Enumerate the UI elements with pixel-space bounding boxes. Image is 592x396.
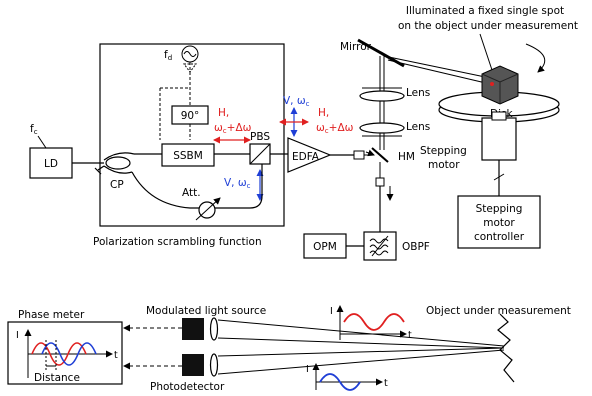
annotation-line-2: on the object under measurement: [398, 20, 578, 32]
collimator-box: [353, 150, 365, 160]
fd-label: fd: [164, 49, 172, 62]
stepping-motor-controller-box: [457, 195, 541, 249]
hm-label: HM: [398, 151, 415, 163]
mirror-label: Mirror: [340, 41, 372, 53]
fc-label: fc: [30, 123, 38, 136]
lens-2: [359, 122, 405, 134]
blue-inset-axis-i: I: [306, 364, 309, 375]
photodetector-label: Photodetector: [150, 381, 225, 393]
inner-h-label-2: ωc+Δω: [214, 122, 252, 135]
inner-v-label: V, ωc: [224, 177, 251, 190]
sine-glyph-icon: [183, 51, 197, 57]
stepping-motor-body: [481, 117, 517, 161]
modulated-light-source-label: Modulated light source: [146, 305, 266, 317]
phase-meter-axis-t: t: [114, 350, 118, 361]
ssbm-label: SSBM: [173, 150, 203, 162]
red-inset-axis-i: I: [330, 306, 333, 317]
annotation-leader: [479, 33, 493, 71]
inner-h-label-1: H,: [218, 107, 229, 119]
outer-h-label-1: H,: [318, 107, 329, 119]
opm-label: OPM: [313, 241, 337, 253]
pbs-label: PBS: [250, 131, 270, 143]
controller-label-1: Stepping: [476, 203, 523, 215]
object-surface: [497, 313, 515, 383]
object-label: Object under measurement: [426, 305, 571, 317]
attenuator-label: Att.: [182, 187, 201, 199]
ssbm-box: [161, 143, 215, 167]
outer-v-label: V, ωc: [283, 95, 310, 108]
lens-2-label: Lens: [406, 121, 430, 133]
outer-h-label-2: ωc+Δω: [316, 122, 354, 135]
opm-box: [303, 233, 347, 259]
phase-meter-axis-i: I: [16, 330, 19, 341]
lower-fiber-path: [131, 164, 263, 209]
phase-meter-label: Phase meter: [18, 309, 85, 321]
phase-meter-blue-wave: [41, 342, 97, 366]
polarization-function-label: Polarization scrambling function: [93, 236, 262, 248]
lens-1: [359, 90, 405, 102]
ld-box: [29, 147, 73, 179]
coupler-icon: [105, 156, 131, 170]
obpf-label: OBPF: [402, 241, 430, 253]
illuminated-spot: [490, 82, 494, 86]
controller-label-3: controller: [474, 231, 525, 243]
half-mirror: [371, 147, 389, 163]
photodetector-block: [182, 354, 204, 376]
phase-meter-red-wave: [31, 342, 87, 366]
distance-label: Distance: [34, 372, 80, 384]
cp-label: CP: [110, 179, 124, 191]
phase-shifter-label: 90°: [181, 110, 200, 122]
rotation-arrow-icon: [525, 43, 546, 73]
annotation-line-1: Illuminated a fixed single spot: [406, 5, 564, 17]
red-inset-wave: [343, 313, 405, 331]
ld-label: LD: [44, 158, 58, 170]
stepping-motor-label-2: motor: [428, 159, 460, 171]
controller-label-2: motor: [483, 217, 515, 229]
polarization-scrambling-box: [99, 43, 285, 227]
red-inset-axis-t: t: [408, 330, 412, 341]
stepping-motor-label-1: Stepping: [420, 145, 467, 157]
blue-inset-axis-t: t: [384, 378, 388, 389]
modulated-light-source-block: [182, 318, 204, 340]
blue-inset-wave: [319, 373, 361, 391]
edfa-amplifier: [287, 137, 332, 173]
lens-1-label: Lens: [406, 87, 430, 99]
edfa-label: EDFA: [292, 151, 320, 163]
